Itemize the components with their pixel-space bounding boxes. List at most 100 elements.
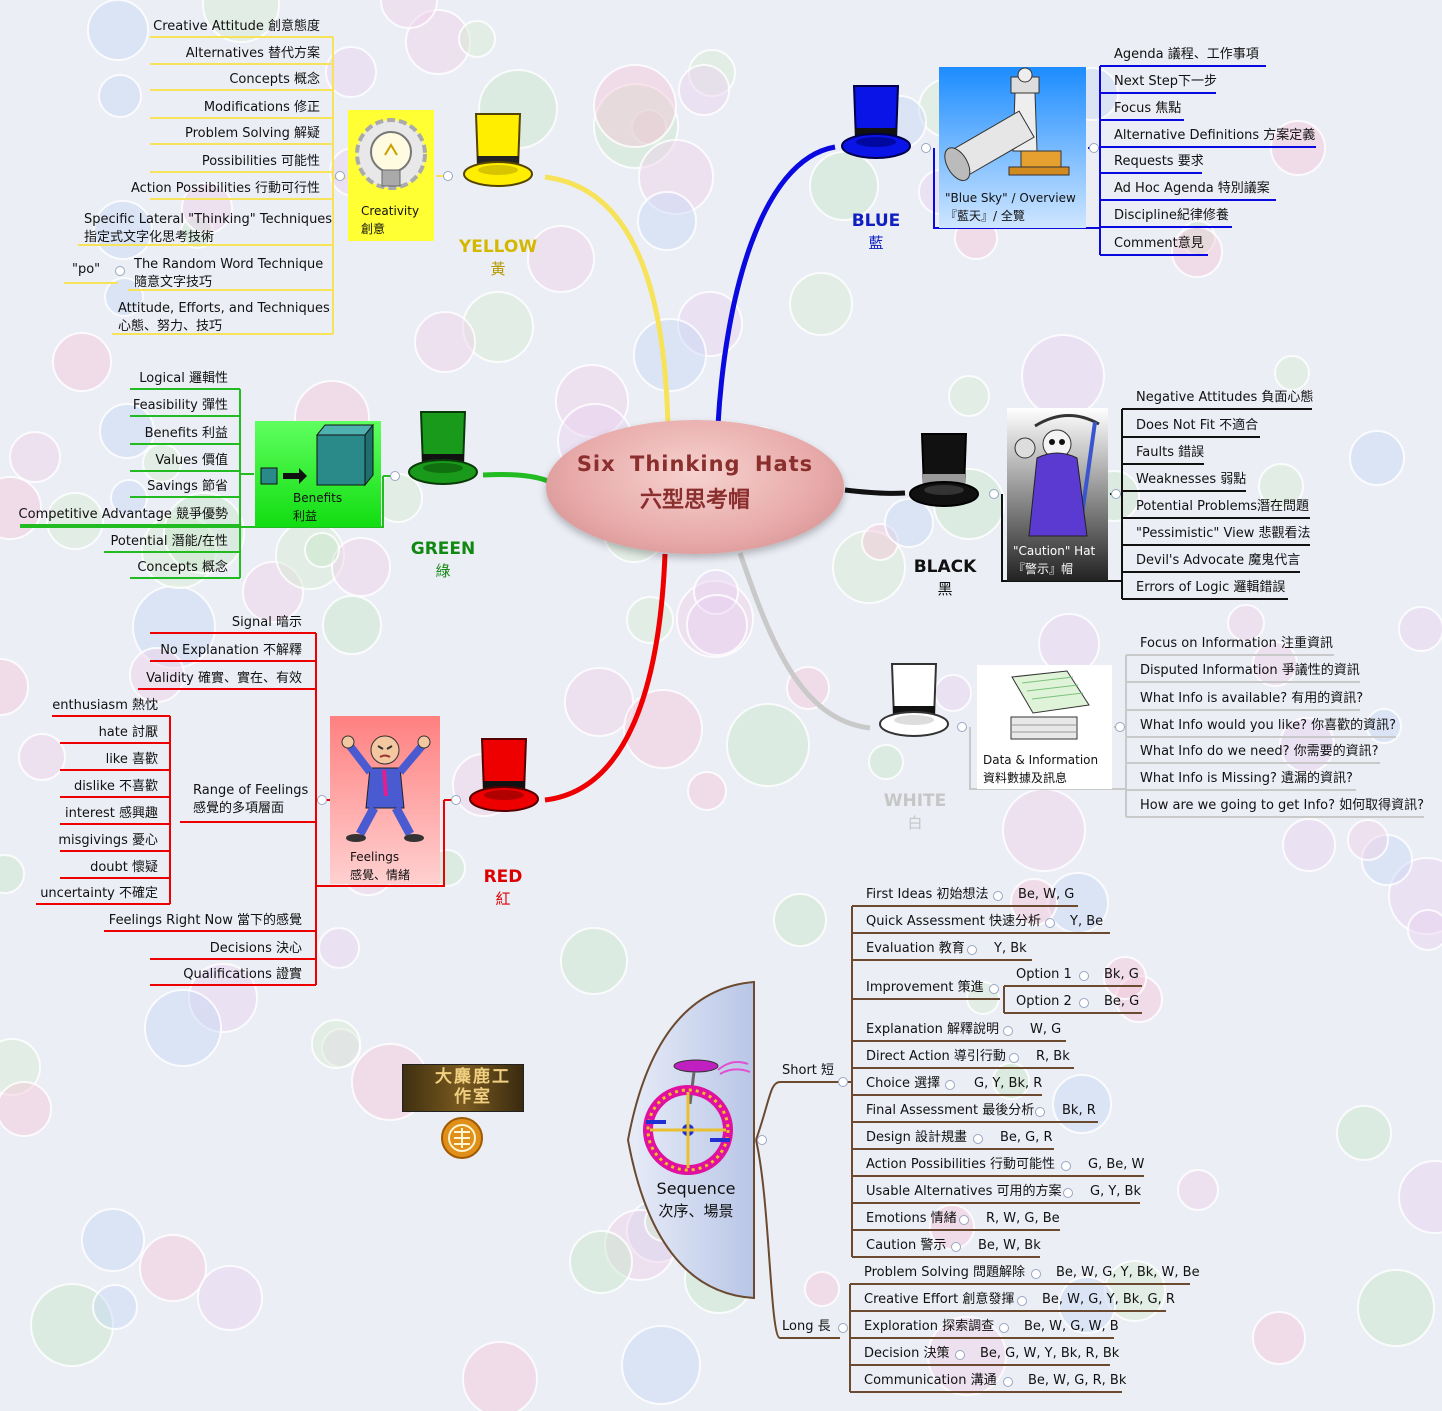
black-item[interactable]: Potential Problems潛在問題 <box>1136 499 1310 514</box>
white-item[interactable]: How are we going to get Info? 如何取得資訊? <box>1140 798 1425 813</box>
red-range-subitem[interactable]: uncertainty 不確定 <box>40 886 158 901</box>
collapse-toggle[interactable] <box>957 722 967 732</box>
blue-sky-box[interactable]: "Blue Sky" / Overview 『藍天』/ 全覽 <box>939 67 1086 228</box>
collapse-toggle[interactable] <box>1003 1026 1013 1036</box>
sequence-short-item[interactable]: Action Possibilities 行動可能性 <box>866 1157 1056 1172</box>
blue-item[interactable]: Alternative Definitions 方案定義 <box>1114 128 1316 143</box>
white-item[interactable]: What Info do we need? 你需要的資訊? <box>1140 744 1379 759</box>
data-info-box[interactable]: Data & Information 資料數據及訊息 <box>977 665 1112 789</box>
collapse-toggle[interactable] <box>1115 722 1125 732</box>
collapse-toggle[interactable] <box>838 1323 848 1333</box>
yellow-item[interactable]: Specific Lateral "Thinking" Techniques 指… <box>84 212 333 245</box>
yellow-item[interactable]: Action Possibilities 行動可行性 <box>130 181 320 196</box>
black-item[interactable]: Faults 錯誤 <box>1136 445 1205 460</box>
collapse-toggle[interactable] <box>451 795 461 805</box>
collapse-toggle[interactable] <box>973 1134 983 1144</box>
collapse-toggle[interactable] <box>1035 1107 1045 1117</box>
central-topic[interactable]: Six Thinking Hats 六型思考帽 <box>546 420 844 554</box>
collapse-toggle[interactable] <box>989 489 999 499</box>
black-item[interactable]: Devil's Advocate 魔鬼代言 <box>1136 553 1301 568</box>
collapse-toggle[interactable] <box>1009 1053 1019 1063</box>
collapse-toggle[interactable] <box>757 1135 767 1145</box>
yellow-item[interactable]: Possibilities 可能性 <box>201 154 320 169</box>
yellow-item[interactable]: Alternatives 替代方案 <box>185 46 320 61</box>
sequence-short-item[interactable]: Design 設計規畫 <box>866 1130 968 1145</box>
sequence-long-item[interactable]: Problem Solving 問題解除 <box>864 1265 1026 1280</box>
collapse-toggle[interactable] <box>115 266 125 276</box>
red-item[interactable]: Decisions 決心 <box>209 941 302 956</box>
blue-item[interactable]: Comment意見 <box>1114 236 1204 251</box>
collapse-toggle[interactable] <box>317 795 327 805</box>
sequence-long-item[interactable]: Communication 溝通 <box>864 1373 997 1388</box>
sequence-short-item[interactable]: Direct Action 導引行動 <box>866 1049 1006 1064</box>
sequence-short-item[interactable]: Final Assessment 最後分析 <box>866 1103 1035 1118</box>
yellow-item[interactable]: Creative Attitude 創意態度 <box>153 19 320 34</box>
green-item[interactable]: Logical 邏輯性 <box>139 371 228 386</box>
blue-item[interactable]: Ad Hoc Agenda 特別議案 <box>1114 181 1270 196</box>
collapse-toggle[interactable] <box>959 1215 969 1225</box>
feelings-box[interactable]: Feelings 感覺、情緒 <box>330 716 440 884</box>
red-range-subitem[interactable]: dislike 不喜歡 <box>73 779 158 794</box>
collapse-toggle[interactable] <box>1089 143 1099 153</box>
black-item[interactable]: "Pessimistic" View 悲觀看法 <box>1136 526 1311 541</box>
collapse-toggle[interactable] <box>1031 1269 1041 1279</box>
collapse-toggle[interactable] <box>390 471 400 481</box>
red-item[interactable]: Validity 確實、實在、有效 <box>146 671 302 686</box>
red-range-item[interactable]: Range of Feelings 感覺的多項層面 <box>193 783 309 816</box>
yellow-item[interactable]: Modifications 修正 <box>203 100 320 115</box>
green-item[interactable]: Savings 節省 <box>147 479 228 494</box>
red-range-subitem[interactable]: enthusiasm 熱忱 <box>52 698 158 713</box>
sequence-option[interactable]: Option 2 <box>1016 994 1072 1009</box>
collapse-toggle[interactable] <box>1003 1377 1013 1387</box>
benefits-box[interactable]: Benefits 利益 <box>255 421 381 527</box>
green-item[interactable]: Potential 潛能/在性 <box>110 534 228 549</box>
collapse-toggle[interactable] <box>1079 998 1089 1008</box>
green-item[interactable]: Values 價值 <box>155 453 228 468</box>
white-item[interactable]: Focus on Information 注重資訊 <box>1140 636 1333 651</box>
yellow-item[interactable]: The Random Word Technique 隨意文字技巧 <box>134 257 324 290</box>
red-item[interactable]: No Explanation 不解釋 <box>160 643 302 658</box>
sequence-short-item[interactable]: Usable Alternatives 可用的方案 <box>866 1184 1062 1199</box>
sequence-long-label[interactable]: Long 長 <box>782 1319 831 1334</box>
red-range-subitem[interactable]: hate 討厭 <box>98 725 158 740</box>
sequence-short-item[interactable]: Evaluation 教育 <box>866 941 965 956</box>
sequence-option[interactable]: Option 1 <box>1016 967 1072 982</box>
sequence-short-item[interactable]: Emotions 情緒 <box>866 1211 957 1226</box>
collapse-toggle[interactable] <box>951 1242 961 1252</box>
green-item[interactable]: Feasibility 彈性 <box>132 398 228 413</box>
red-range-subitem[interactable]: misgivings 憂心 <box>58 833 158 848</box>
black-item[interactable]: Negative Attitudes 負面心態 <box>1136 390 1314 405</box>
collapse-toggle[interactable] <box>999 1323 1009 1333</box>
sequence-long-item[interactable]: Exploration 探索調查 <box>864 1319 995 1334</box>
sequence-short-item[interactable]: Choice 選擇 <box>866 1076 941 1091</box>
blue-item[interactable]: Next Step下一步 <box>1114 74 1218 89</box>
yellow-item[interactable]: Attitude, Efforts, and Techniques 心態、努力、… <box>118 301 330 334</box>
red-item[interactable]: Qualifications 證實 <box>183 967 302 982</box>
red-range-subitem[interactable]: doubt 懷疑 <box>90 860 158 875</box>
collapse-toggle[interactable] <box>1017 1296 1027 1306</box>
sequence-short-item[interactable]: Explanation 解釋說明 <box>866 1022 999 1037</box>
collapse-toggle[interactable] <box>989 984 999 994</box>
yellow-item[interactable]: Problem Solving 解疑 <box>184 126 320 141</box>
collapse-toggle[interactable] <box>945 1080 955 1090</box>
sequence-node[interactable] <box>620 980 760 1302</box>
collapse-toggle[interactable] <box>1045 918 1055 928</box>
white-item[interactable]: Disputed Information 爭議性的資訊 <box>1140 663 1360 678</box>
black-item[interactable]: Weaknesses 弱點 <box>1136 472 1247 487</box>
collapse-toggle[interactable] <box>1061 1161 1071 1171</box>
sequence-short-label[interactable]: Short 短 <box>782 1063 835 1078</box>
collapse-toggle[interactable] <box>838 1077 848 1087</box>
sequence-short-item[interactable]: Improvement 策進 <box>866 980 984 995</box>
collapse-toggle[interactable] <box>1063 1188 1073 1198</box>
collapse-toggle[interactable] <box>335 171 345 181</box>
creativity-box[interactable]: Creativity 創意 <box>348 110 434 241</box>
collapse-toggle[interactable] <box>993 891 1003 901</box>
blue-item[interactable]: Requests 要求 <box>1114 154 1204 169</box>
collapse-toggle[interactable] <box>967 945 977 955</box>
yellow-po-item[interactable]: "po" <box>72 262 101 277</box>
white-item[interactable]: What Info is available? 有用的資訊? <box>1140 691 1364 706</box>
caution-box[interactable]: "Caution" Hat 『警示』帽 <box>1007 408 1108 581</box>
green-item[interactable]: Benefits 利益 <box>144 426 228 441</box>
blue-item[interactable]: Agenda 議程、工作事項 <box>1114 47 1259 62</box>
red-range-subitem[interactable]: interest 感興趣 <box>64 806 158 821</box>
